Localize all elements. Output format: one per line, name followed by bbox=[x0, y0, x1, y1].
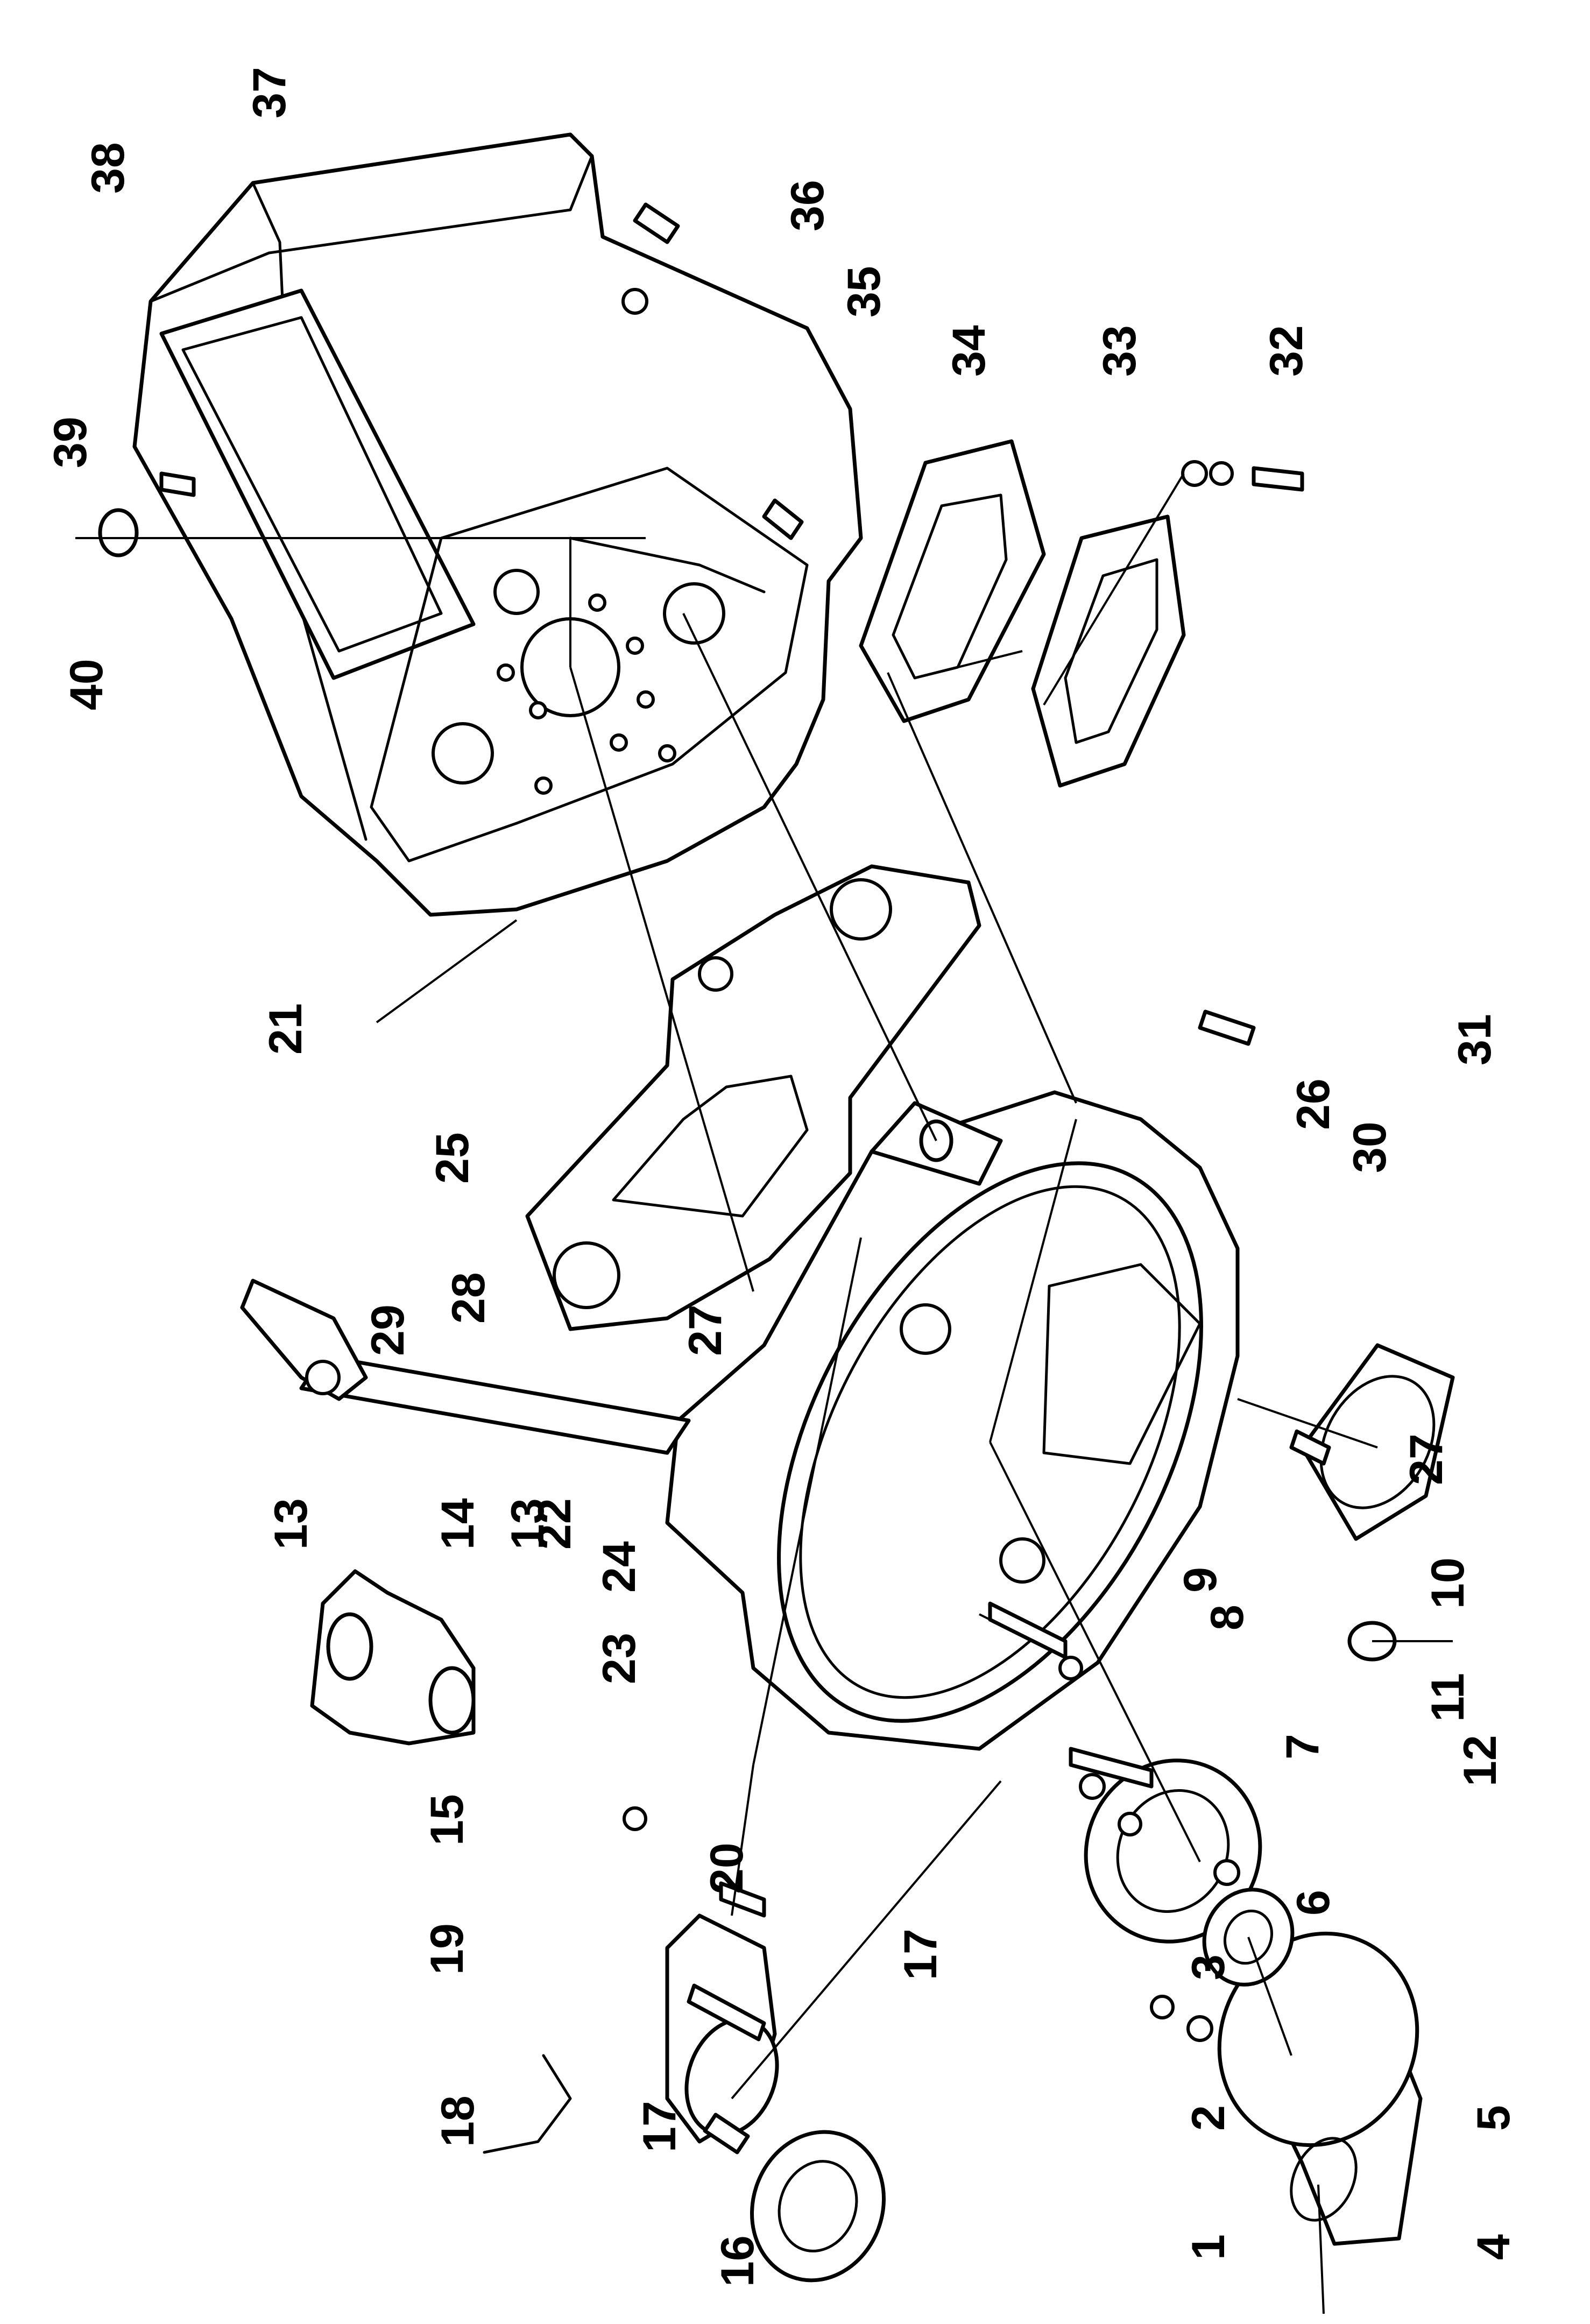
callout-19: 19 bbox=[421, 1923, 473, 1975]
callout-40: 40 bbox=[61, 659, 112, 710]
transmission-housing bbox=[132, 132, 863, 917]
callout-38: 38 bbox=[82, 142, 134, 194]
callout-13-left: 13 bbox=[265, 1498, 317, 1550]
callout-27-bottom: 27 bbox=[1401, 1433, 1452, 1485]
leader-lines bbox=[75, 472, 1453, 2314]
callout-11: 11 bbox=[1422, 1673, 1474, 1722]
gasket bbox=[525, 864, 981, 1331]
callout-1: 1 bbox=[1183, 2234, 1234, 2260]
callout-10: 10 bbox=[1422, 1557, 1474, 1609]
callout-17-left: 17 bbox=[634, 2101, 686, 2152]
callout-14: 14 bbox=[432, 1498, 484, 1550]
cover-plate-34 bbox=[859, 439, 1046, 723]
release-bearing bbox=[750, 2130, 886, 2283]
cover-plate-33 bbox=[1031, 514, 1186, 788]
callout-37: 37 bbox=[244, 67, 295, 118]
callout-6: 6 bbox=[1288, 1890, 1339, 1916]
callout-3: 3 bbox=[1183, 1954, 1234, 1980]
callout-39: 39 bbox=[45, 416, 96, 468]
callout-9: 9 bbox=[1175, 1567, 1226, 1593]
callout-35: 35 bbox=[838, 266, 890, 317]
callout-5: 5 bbox=[1468, 2105, 1520, 2131]
callout-12: 12 bbox=[1454, 1735, 1506, 1786]
callout-8: 8 bbox=[1202, 1605, 1253, 1630]
callout-30: 30 bbox=[1344, 1121, 1396, 1173]
callout-32: 32 bbox=[1261, 325, 1312, 377]
cover-plate-30 bbox=[1300, 1343, 1455, 1541]
callout-36: 36 bbox=[782, 180, 833, 231]
input-flange-shaft bbox=[1217, 1931, 1423, 2246]
callout-15: 15 bbox=[421, 1794, 473, 1846]
callout-16: 16 bbox=[712, 2235, 764, 2287]
callouts: 1 2 3 4 5 6 7 8 9 10 11 12 13 13 14 15 1… bbox=[45, 67, 1520, 2287]
callout-13-right: 13 bbox=[502, 1498, 554, 1550]
callout-23: 23 bbox=[593, 1633, 645, 1684]
callout-21: 21 bbox=[260, 1003, 312, 1055]
callout-17-right: 17 bbox=[895, 1929, 946, 1980]
callout-22: 22 bbox=[529, 1498, 581, 1550]
callout-20: 20 bbox=[701, 1842, 753, 1894]
callout-2: 2 bbox=[1183, 2105, 1234, 2131]
release-sleeve bbox=[665, 1913, 779, 2144]
callout-28: 28 bbox=[443, 1272, 494, 1324]
callout-31: 31 bbox=[1449, 1014, 1501, 1065]
callout-29: 29 bbox=[362, 1304, 414, 1356]
callout-7: 7 bbox=[1277, 1734, 1328, 1760]
shift-fork-bracket bbox=[310, 1569, 476, 1746]
callout-25: 25 bbox=[427, 1132, 478, 1184]
callout-18: 18 bbox=[432, 2095, 484, 2147]
callout-34: 34 bbox=[943, 325, 995, 377]
callout-24: 24 bbox=[593, 1541, 645, 1593]
callout-4: 4 bbox=[1468, 2234, 1520, 2260]
callout-27-top: 27 bbox=[680, 1304, 731, 1356]
callout-33: 33 bbox=[1094, 325, 1146, 377]
cross-shaft bbox=[240, 1278, 691, 1455]
callout-26: 26 bbox=[1288, 1078, 1339, 1130]
